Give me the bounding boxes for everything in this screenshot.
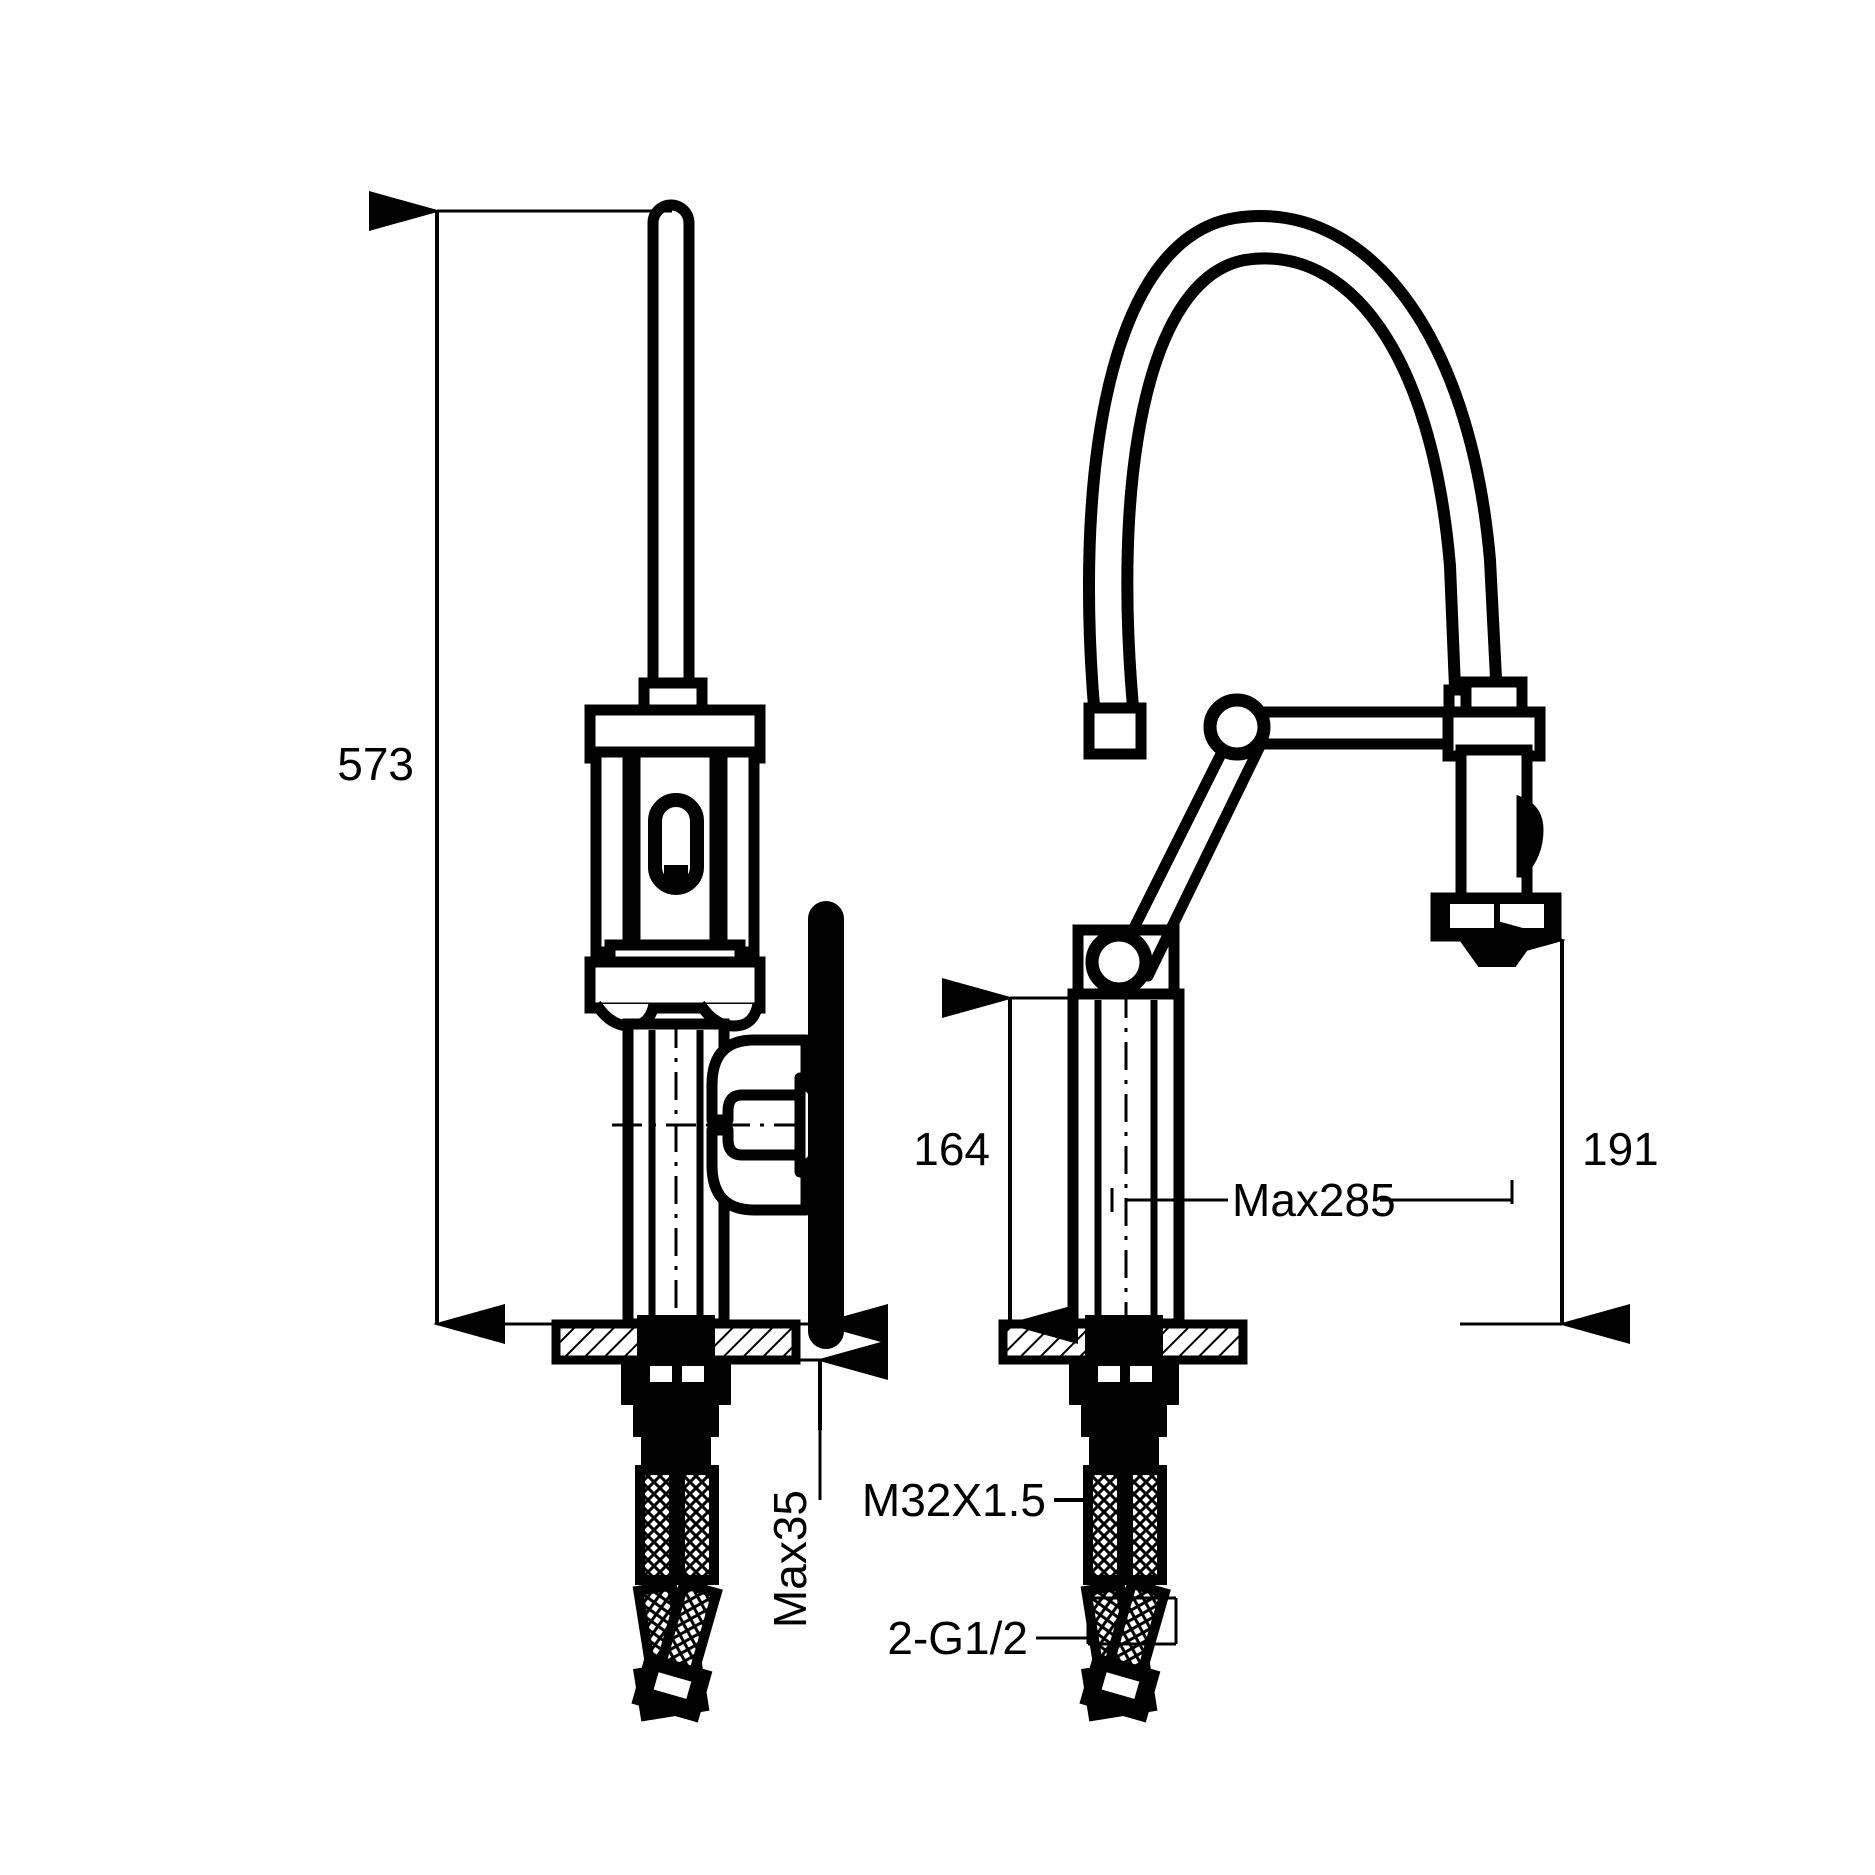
hose-lower-right-group (631, 1577, 723, 1723)
dimension-label-573: 573 (337, 738, 414, 790)
hose-braid-right (675, 1465, 719, 1585)
dimension-deck-thickness (728, 1260, 888, 1500)
nut-face-left-side (1098, 1366, 1120, 1382)
nut-face-right (682, 1366, 704, 1382)
dimension-shank-thread (1054, 1470, 1088, 1528)
hose-inner-curve (1121, 252, 1462, 734)
connector-right-face (653, 1672, 692, 1699)
dimension-spout-height (942, 978, 1078, 1344)
dimension-spray-drop (1460, 920, 1630, 1344)
dimension-label-max35: Max35 (764, 1490, 816, 1628)
front-view (551, 199, 844, 1723)
column-side (1067, 988, 1185, 1330)
spring-hose-side (1082, 210, 1504, 746)
hose-outer-curve (1082, 210, 1504, 746)
connector-right-face-side (1101, 1672, 1140, 1699)
dimension-label-max285: Max285 (1232, 1174, 1396, 1226)
button-detail (664, 865, 688, 883)
deck-plate-front (551, 1315, 801, 1369)
flange-face-left (1450, 904, 1494, 928)
supply-hoses-front (631, 1465, 723, 1723)
handle-arm-lower (706, 1124, 812, 1216)
spray-mode-button-side[interactable] (1516, 794, 1544, 878)
dimension-label-191: 191 (1582, 1123, 1659, 1175)
dimension-overall-height (369, 191, 672, 1344)
nut-face-right-side (1130, 1366, 1152, 1382)
side-view (998, 210, 1562, 1723)
spray-head-front (584, 677, 766, 1032)
dimension-reach-max (1110, 1180, 1514, 1212)
foot-right (695, 1000, 764, 1032)
handle-arm-upper (706, 1034, 812, 1126)
hose-lower-right-group-side (1079, 1577, 1171, 1723)
spring-hose-front (647, 199, 695, 706)
spray-neck-side (1460, 676, 1528, 724)
hose-outline (647, 199, 695, 706)
dimension-supply-thread (1036, 1596, 1178, 1646)
hose-braid-left-side (1083, 1465, 1127, 1585)
dimension-label-2g12: 2-G1/2 (887, 1612, 1028, 1664)
lever-handle-front[interactable] (612, 901, 844, 1349)
pivot-joint-lower[interactable] (1085, 928, 1153, 996)
hose-braid-right-side (1123, 1465, 1167, 1585)
dimension-label-164: 164 (913, 1123, 990, 1175)
base-yoke (584, 956, 766, 1014)
flange-face-right (1500, 904, 1544, 928)
hose-braid-left (635, 1465, 679, 1585)
pivot-joint-upper[interactable] (1203, 693, 1271, 761)
arm-link-horizontal (1234, 706, 1478, 750)
side-rail-right (716, 746, 760, 958)
dimension-label-m32: M32X1.5 (862, 1474, 1046, 1526)
side-rail-left (590, 746, 634, 958)
nut-face-left (650, 1366, 672, 1382)
spray-head-side (1430, 676, 1562, 967)
supply-hoses-side (1079, 1465, 1171, 1723)
hose-collar-left (1083, 702, 1147, 760)
shank-assembly-front (621, 1357, 731, 1479)
